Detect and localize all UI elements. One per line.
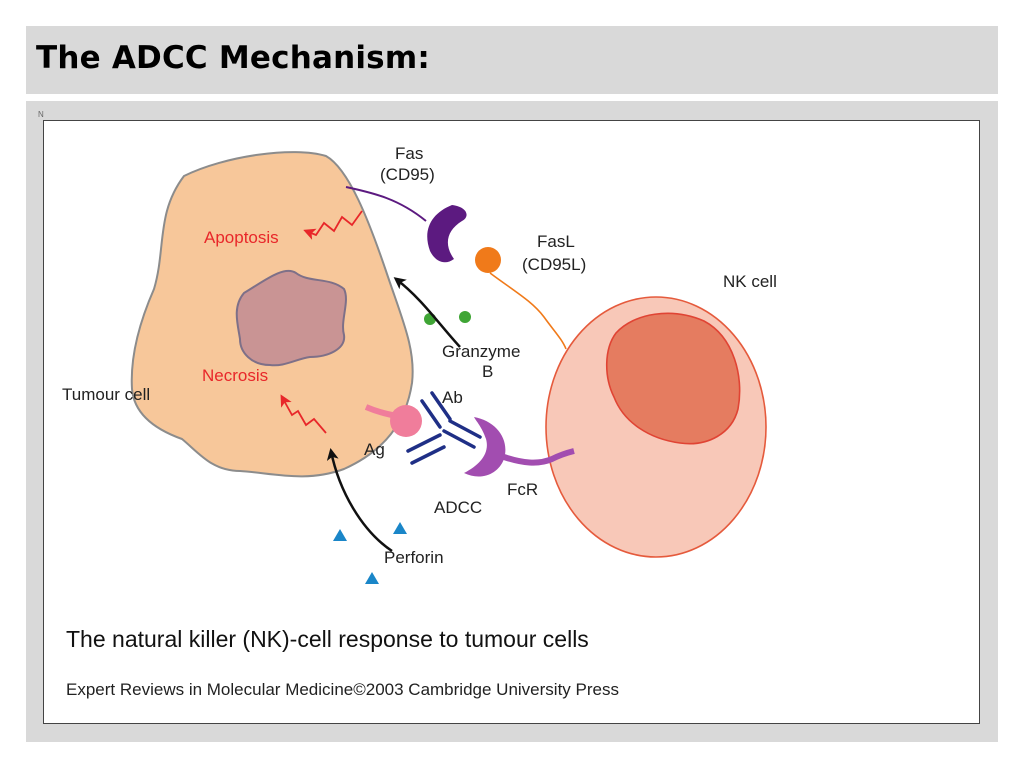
antibody [406,391,482,465]
label-fas: Fas [395,144,423,163]
label-cd95l: (CD95L) [522,255,586,274]
fasl-ligand [475,247,501,273]
granzyme-granule [424,313,436,325]
perforin-molecule [365,572,379,584]
label-nk-cell: NK cell [723,272,777,291]
label-fasl: FasL [537,232,575,251]
label-necrosis: Necrosis [202,366,268,385]
figure-panel: N [26,101,998,742]
adcc-diagram: Fas (CD95) FasL (CD95L) NK cell Apoptosi… [62,144,777,699]
figure-credit: Expert Reviews in Molecular Medicine©200… [66,680,619,699]
label-fcr: FcR [507,480,538,499]
nk-cell-nucleus [605,312,741,445]
label-ag: Ag [364,440,385,459]
slide-title: The ADCC Mechanism: [36,40,430,76]
necrosis-signal [280,394,327,434]
label-apoptosis: Apoptosis [204,228,279,247]
label-granzyme: Granzyme [442,342,520,361]
fas-receptor [427,205,467,263]
antigen [390,405,422,437]
label-perforin: Perforin [384,548,444,567]
figure-frame: Fas (CD95) FasL (CD95L) NK cell Apoptosi… [43,120,980,724]
fcr-stalk [503,448,575,466]
label-ab: Ab [442,388,463,407]
corner-mark: N [38,110,44,119]
fas-stalk [345,186,427,222]
granzyme-granule [459,311,471,323]
fc-receptor [464,417,506,477]
perforin-molecule [333,529,347,541]
fasl-stalk [489,272,567,350]
tumour-nucleus [235,270,347,367]
perforin-molecule [393,522,407,534]
title-bar: The ADCC Mechanism: [26,26,998,94]
apoptosis-signal [303,210,363,240]
label-granzyme-b: B [482,362,493,381]
granzyme-arrow [393,277,461,348]
figure-caption: The natural killer (NK)-cell response to… [66,626,589,652]
label-adcc: ADCC [434,498,482,517]
label-cd95: (CD95) [380,165,435,184]
perforin-arrow [326,448,393,553]
label-tumour-cell: Tumour cell [62,385,150,404]
